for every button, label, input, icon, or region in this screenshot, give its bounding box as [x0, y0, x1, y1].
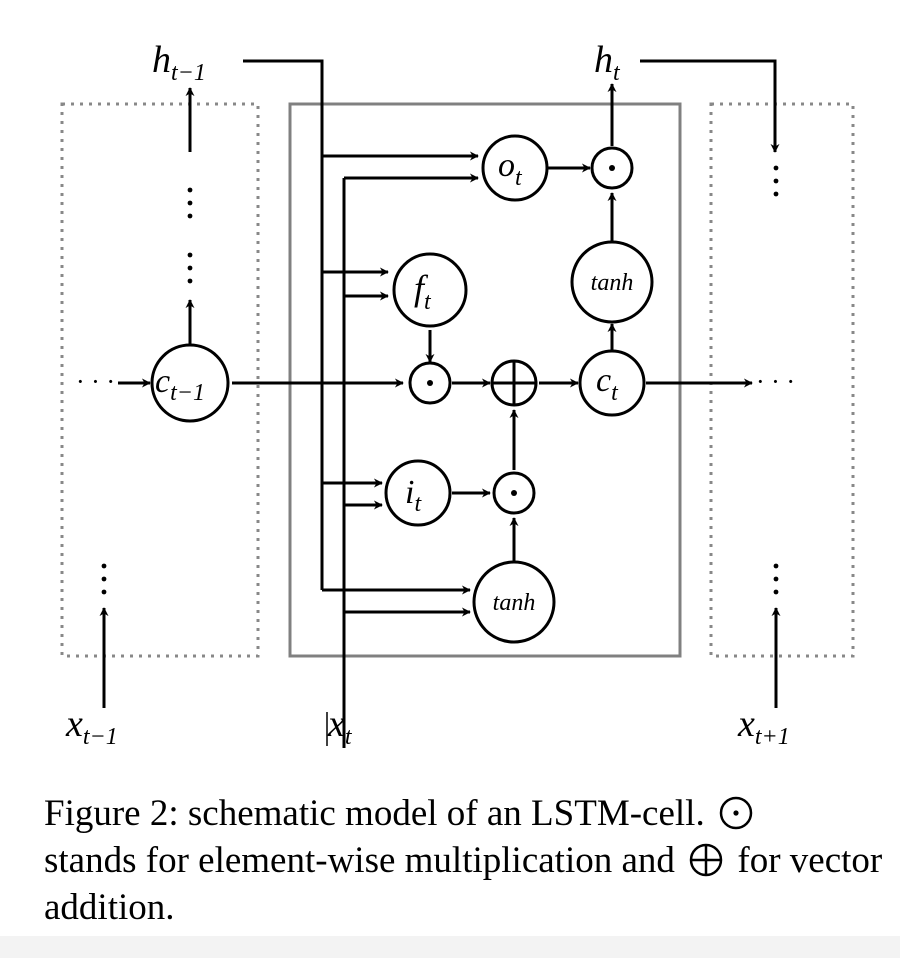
node-i-t: it	[384, 459, 452, 527]
oplus-icon	[490, 359, 538, 407]
dots-right: · · ·	[756, 367, 795, 396]
node-f-t: ft	[392, 252, 468, 328]
next-cell-box	[709, 102, 855, 658]
previous-cell-box	[60, 102, 260, 658]
odot-icon-forget	[408, 361, 452, 405]
svg-text:tanh: tanh	[493, 590, 536, 616]
label-h-prev: ht−1	[152, 39, 206, 86]
label-x-t: xt	[327, 703, 353, 750]
vertical-dots	[101, 165, 779, 595]
wires	[99, 59, 781, 748]
odot-icon-output	[590, 146, 634, 190]
label-x-prev: xt−1	[65, 703, 118, 750]
svg-text:ct−1: ct−1	[155, 363, 205, 406]
caption-part-3: for vector addition.	[44, 840, 883, 928]
dots-left: · · ·	[76, 367, 115, 396]
lstm-cell-box	[288, 102, 682, 658]
h-prev-wire	[243, 59, 324, 590]
caption-part-1: Figure 2: schematic model of an LSTM-cel…	[44, 793, 705, 834]
node-o-t: ot	[481, 134, 549, 202]
node-c-prev: ct−1	[150, 343, 230, 423]
odot-icon-caption	[719, 796, 753, 830]
label-x-next: xt+1	[737, 703, 790, 750]
svg-text:tanh: tanh	[591, 270, 634, 296]
oplus-icon-caption	[689, 843, 723, 877]
svg-text:it: it	[405, 474, 422, 517]
node-tanh-top: tanh	[570, 240, 654, 324]
svg-text:ot: ot	[498, 147, 523, 191]
caption-part-2: stands for element-wise multiplication a…	[44, 840, 675, 881]
svg-text:ct: ct	[596, 362, 619, 406]
node-c-t: ct	[578, 349, 646, 417]
figure-caption: Figure 2: schematic model of an LSTM-cel…	[44, 790, 884, 931]
label-h-t: ht	[594, 39, 621, 86]
node-tanh-bottom: tanh	[472, 560, 556, 644]
odot-icon-input	[492, 471, 536, 515]
bottom-strip	[0, 936, 900, 958]
lstm-cell-diagram: ct−1 ot ft it tanh tanh ct	[60, 39, 855, 750]
